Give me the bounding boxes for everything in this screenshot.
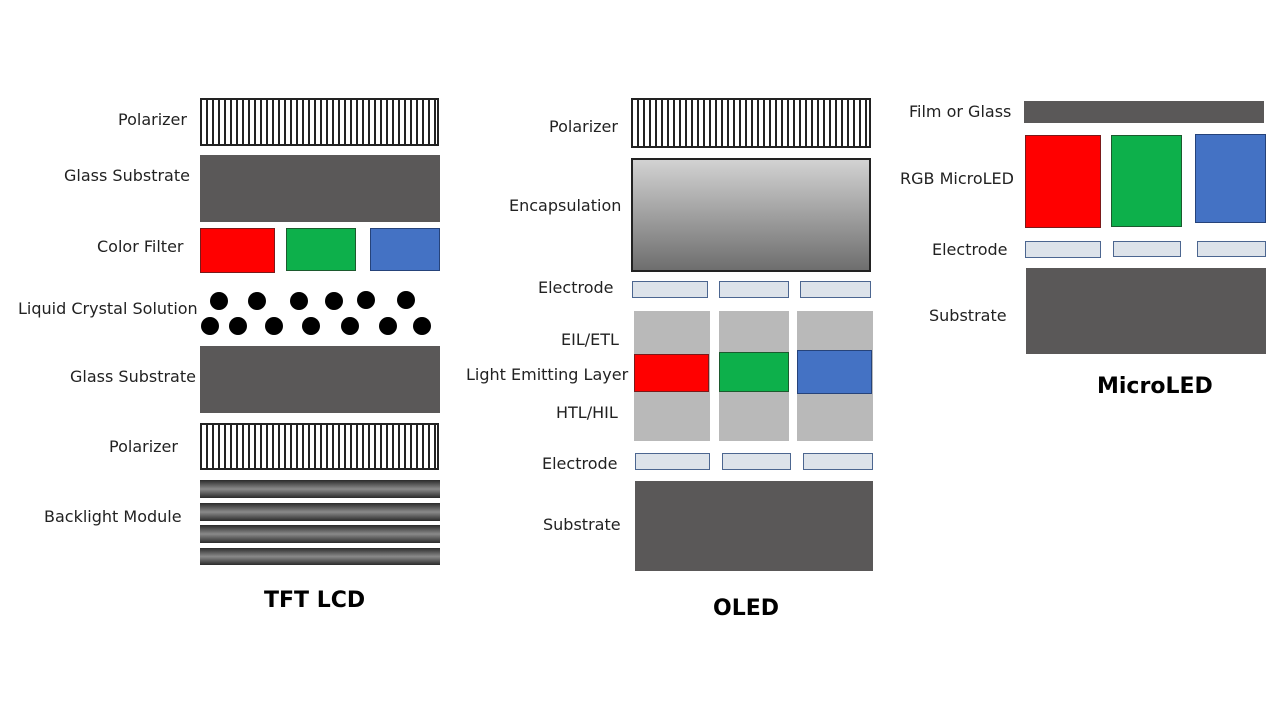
tft-glass-bottom-label: Glass Substrate [70, 367, 196, 386]
liquid-crystal-dot [413, 317, 431, 335]
liquid-crystal-dot [379, 317, 397, 335]
liquid-crystal-dot [325, 292, 343, 310]
oled-electrode-top-label: Electrode [538, 278, 614, 297]
oled-encapsulation-label: Encapsulation [509, 196, 622, 215]
oled-electrode-bottom-segment [722, 453, 791, 470]
liquid-crystal-dot [397, 291, 415, 309]
tft-color-filter-blue [370, 228, 440, 271]
oled-polarizer-label: Polarizer [549, 117, 618, 136]
microled-electrode-segment [1025, 241, 1101, 258]
tft-backlight-layer [200, 503, 440, 521]
oled-emitter-red [634, 354, 709, 392]
tft-lcd-title: TFT LCD [264, 588, 366, 613]
oled-emitter-green [719, 352, 789, 392]
microled-rgb-label: RGB MicroLED [900, 169, 1014, 188]
tft-backlight-layer [200, 480, 440, 498]
microled-green [1111, 135, 1182, 227]
microled-electrode-segment [1113, 241, 1181, 257]
microled-film-or-glass [1024, 101, 1264, 123]
liquid-crystal-dot [210, 292, 228, 310]
oled-substrate [635, 481, 873, 571]
liquid-crystal-dot [229, 317, 247, 335]
microled-film-label: Film or Glass [909, 102, 1012, 121]
oled-electrode-bottom-segment [635, 453, 710, 470]
tft-polarizer-bottom [200, 423, 439, 470]
oled-electrode-bottom-label: Electrode [542, 454, 618, 473]
oled-electrode-bottom-segment [803, 453, 873, 470]
tft-color-filter-green [286, 228, 356, 271]
tft-backlight-layer [200, 548, 440, 565]
liquid-crystal-dot [302, 317, 320, 335]
tft-glass-substrate-bottom [200, 346, 440, 413]
microled-electrode-segment [1197, 241, 1266, 257]
tft-glass-substrate-top [200, 155, 440, 222]
microled-electrode-label: Electrode [932, 240, 1008, 259]
tft-backlight-layer [200, 525, 440, 543]
oled-polarizer [631, 98, 871, 148]
liquid-crystal-dot [290, 292, 308, 310]
oled-eil-etl-label: EIL/ETL [561, 330, 619, 349]
oled-electrode-top-segment [632, 281, 708, 298]
tft-glass-top-label: Glass Substrate [64, 166, 190, 185]
tft-color-filter-red [200, 228, 275, 273]
oled-emitter-blue [797, 350, 872, 394]
oled-electrode-top-segment [800, 281, 871, 298]
oled-encapsulation [631, 158, 871, 272]
liquid-crystal-dot [265, 317, 283, 335]
microled-substrate-label: Substrate [929, 306, 1007, 325]
liquid-crystal-dot [201, 317, 219, 335]
oled-substrate-label: Substrate [543, 515, 621, 534]
liquid-crystal-dot [357, 291, 375, 309]
microled-substrate [1026, 268, 1266, 354]
microled-title: MicroLED [1097, 374, 1213, 399]
oled-title: OLED [713, 596, 780, 621]
tft-liquid-crystal-label: Liquid Crystal Solution [18, 299, 198, 318]
tft-polarizer-bottom-label: Polarizer [109, 437, 178, 456]
liquid-crystal-dot [248, 292, 266, 310]
tft-polarizer-top [200, 98, 439, 146]
tft-polarizer-top-label: Polarizer [118, 110, 187, 129]
microled-red [1025, 135, 1101, 228]
microled-blue [1195, 134, 1266, 223]
tft-backlight-label: Backlight Module [44, 507, 182, 526]
oled-htl-hil-label: HTL/HIL [556, 403, 618, 422]
oled-emitting-layer-label: Light Emitting Layer [466, 365, 629, 384]
oled-electrode-top-segment [719, 281, 789, 298]
liquid-crystal-dot [341, 317, 359, 335]
tft-color-filter-label: Color Filter [97, 237, 184, 256]
